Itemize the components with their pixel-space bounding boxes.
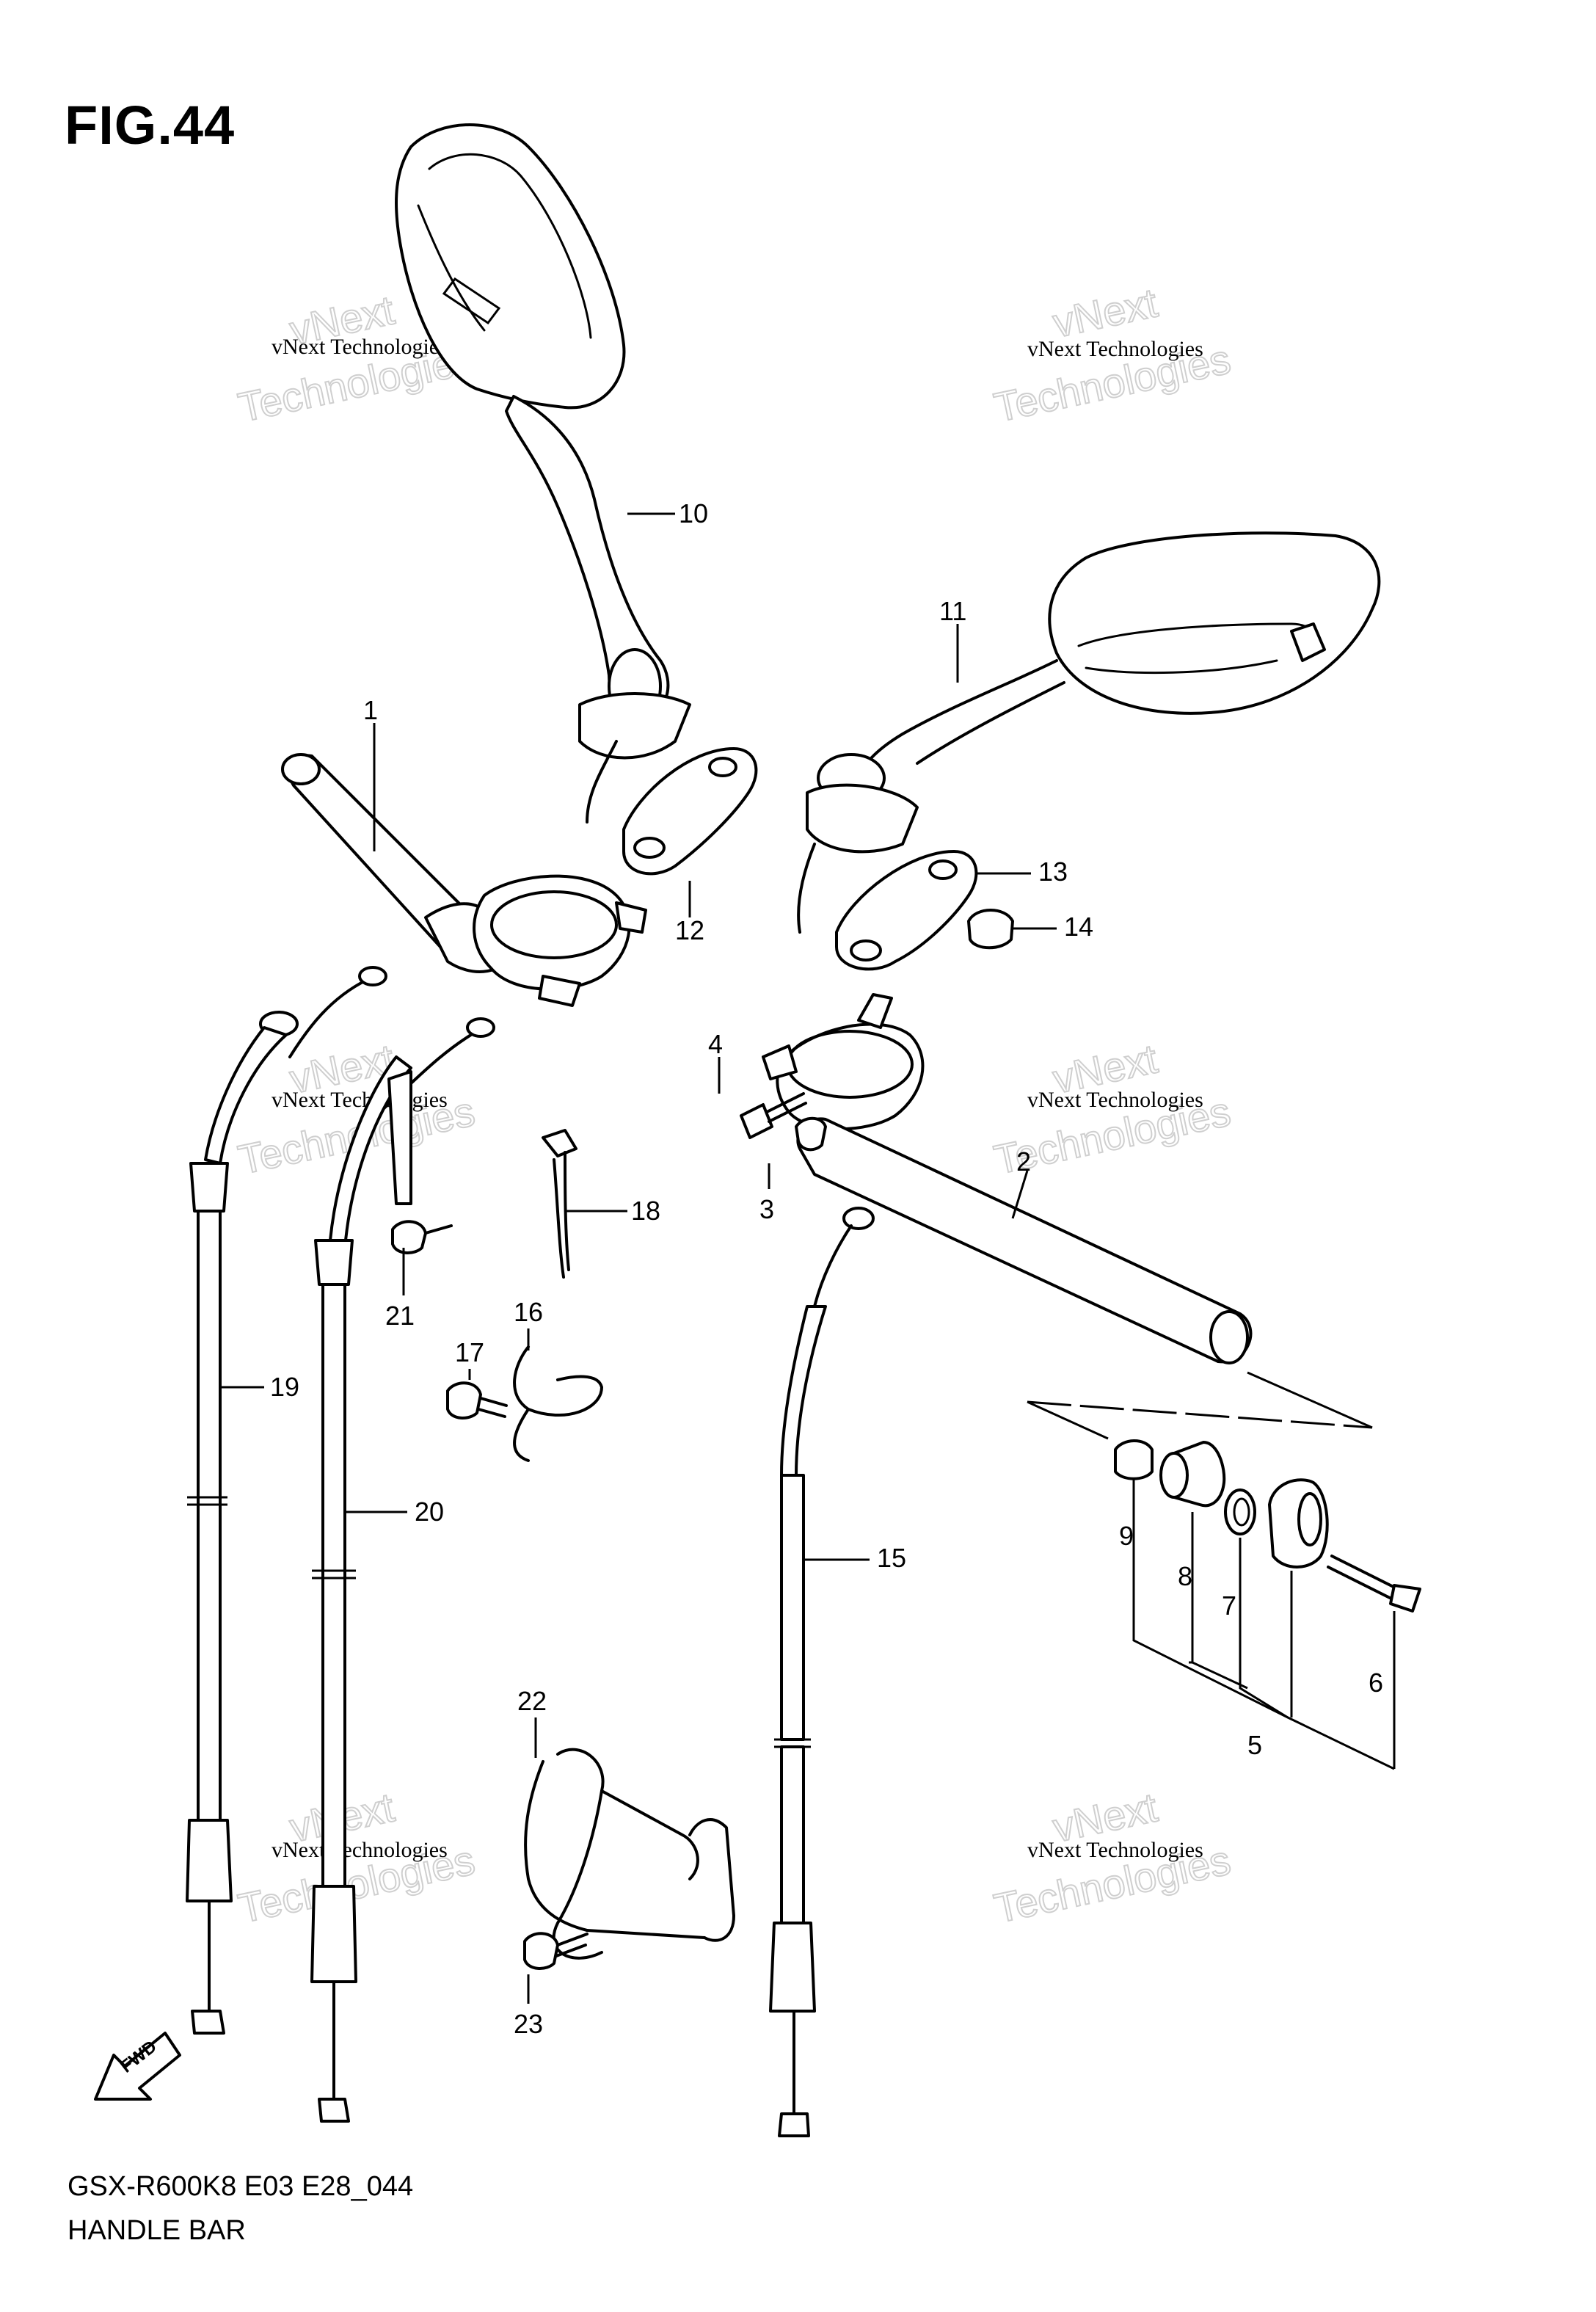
callout-17: 17 bbox=[455, 1337, 484, 1367]
part-7-ring bbox=[1224, 1488, 1256, 1535]
part-13-bracket bbox=[835, 850, 978, 971]
part-1-left-handlebar bbox=[281, 753, 647, 1007]
watermark-company: vNext Technologies bbox=[1027, 1088, 1203, 1112]
callout-8: 8 bbox=[1178, 1561, 1192, 1591]
callout-13: 13 bbox=[1038, 857, 1068, 887]
part-12-bracket bbox=[622, 747, 758, 876]
callout-22: 22 bbox=[517, 1686, 547, 1716]
callout-6: 6 bbox=[1369, 1668, 1383, 1698]
part-22-cable-guide bbox=[524, 1748, 735, 1960]
watermark-company: vNext Technologies bbox=[272, 1838, 448, 1862]
callout-1: 1 bbox=[363, 695, 378, 725]
callout-21: 21 bbox=[385, 1301, 415, 1331]
callout-20: 20 bbox=[415, 1497, 444, 1527]
callout-9: 9 bbox=[1119, 1521, 1134, 1551]
part-20-throttle-cable bbox=[310, 1017, 495, 2123]
callout-19: 19 bbox=[270, 1372, 299, 1402]
section-name: HANDLE BAR bbox=[68, 2215, 246, 2246]
part-23-bolt bbox=[523, 1932, 589, 1970]
watermark-company: vNext Technologies bbox=[272, 335, 448, 359]
leader-lines bbox=[220, 512, 1057, 2004]
callout-23: 23 bbox=[514, 2009, 543, 2039]
watermark-company: vNext Technologies bbox=[272, 1088, 448, 1112]
callout-10: 10 bbox=[679, 498, 708, 528]
part-8-collar bbox=[1159, 1441, 1226, 1508]
part-4-bolt bbox=[740, 1092, 807, 1139]
callout-7: 7 bbox=[1222, 1591, 1236, 1621]
watermark-company: vNext Technologies bbox=[1027, 1838, 1203, 1862]
part-18-pin bbox=[542, 1129, 577, 1279]
part-16-clip bbox=[513, 1345, 603, 1462]
callout-labels: 1 2 3 4 5 6 7 8 9 10 11 12 13 14 15 16 1… bbox=[270, 498, 1383, 2039]
callout-16: 16 bbox=[514, 1297, 543, 1327]
part-6-screw bbox=[1327, 1555, 1421, 1613]
part-5-weight bbox=[1268, 1478, 1329, 1568]
model-code: GSX-R600K8 E03 E28_044 bbox=[68, 2171, 414, 2202]
part-10-left-mirror bbox=[395, 123, 691, 824]
callout-14: 14 bbox=[1064, 912, 1093, 942]
callout-4: 4 bbox=[708, 1029, 723, 1059]
part-14-nut bbox=[967, 909, 1014, 950]
watermark-company: vNext Technologies bbox=[1027, 337, 1203, 361]
callout-2: 2 bbox=[1016, 1146, 1031, 1177]
callout-15: 15 bbox=[877, 1543, 906, 1573]
figure-title: FIG.44 bbox=[65, 95, 236, 156]
watermark-top-right: vNext Technologies vNext Technologies bbox=[989, 278, 1235, 431]
part-19-throttle-cable bbox=[186, 966, 387, 2035]
callout-12: 12 bbox=[675, 915, 704, 945]
part-15-clutch-cable bbox=[769, 1207, 875, 2137]
watermark-bottom-left: vNext Technologies vNext Technologies bbox=[233, 1783, 479, 1932]
part-11-right-mirror bbox=[797, 531, 1381, 934]
exploded-guide-lines bbox=[1027, 1371, 1373, 1440]
fwd-direction-arrow: FWD bbox=[94, 2032, 181, 2101]
part-3-washer bbox=[795, 1116, 827, 1152]
callout-18: 18 bbox=[631, 1196, 660, 1226]
callout-5: 5 bbox=[1247, 1730, 1262, 1760]
part-21-screw bbox=[391, 1220, 453, 1254]
callout-3: 3 bbox=[759, 1194, 774, 1224]
callout-11: 11 bbox=[939, 596, 966, 626]
part-9-bolt bbox=[1114, 1439, 1154, 1480]
part-17-bolt bbox=[446, 1381, 508, 1419]
watermark-bottom-right: vNext Technologies vNext Technologies bbox=[989, 1783, 1235, 1932]
bar-end-assembly bbox=[1114, 1439, 1421, 1770]
